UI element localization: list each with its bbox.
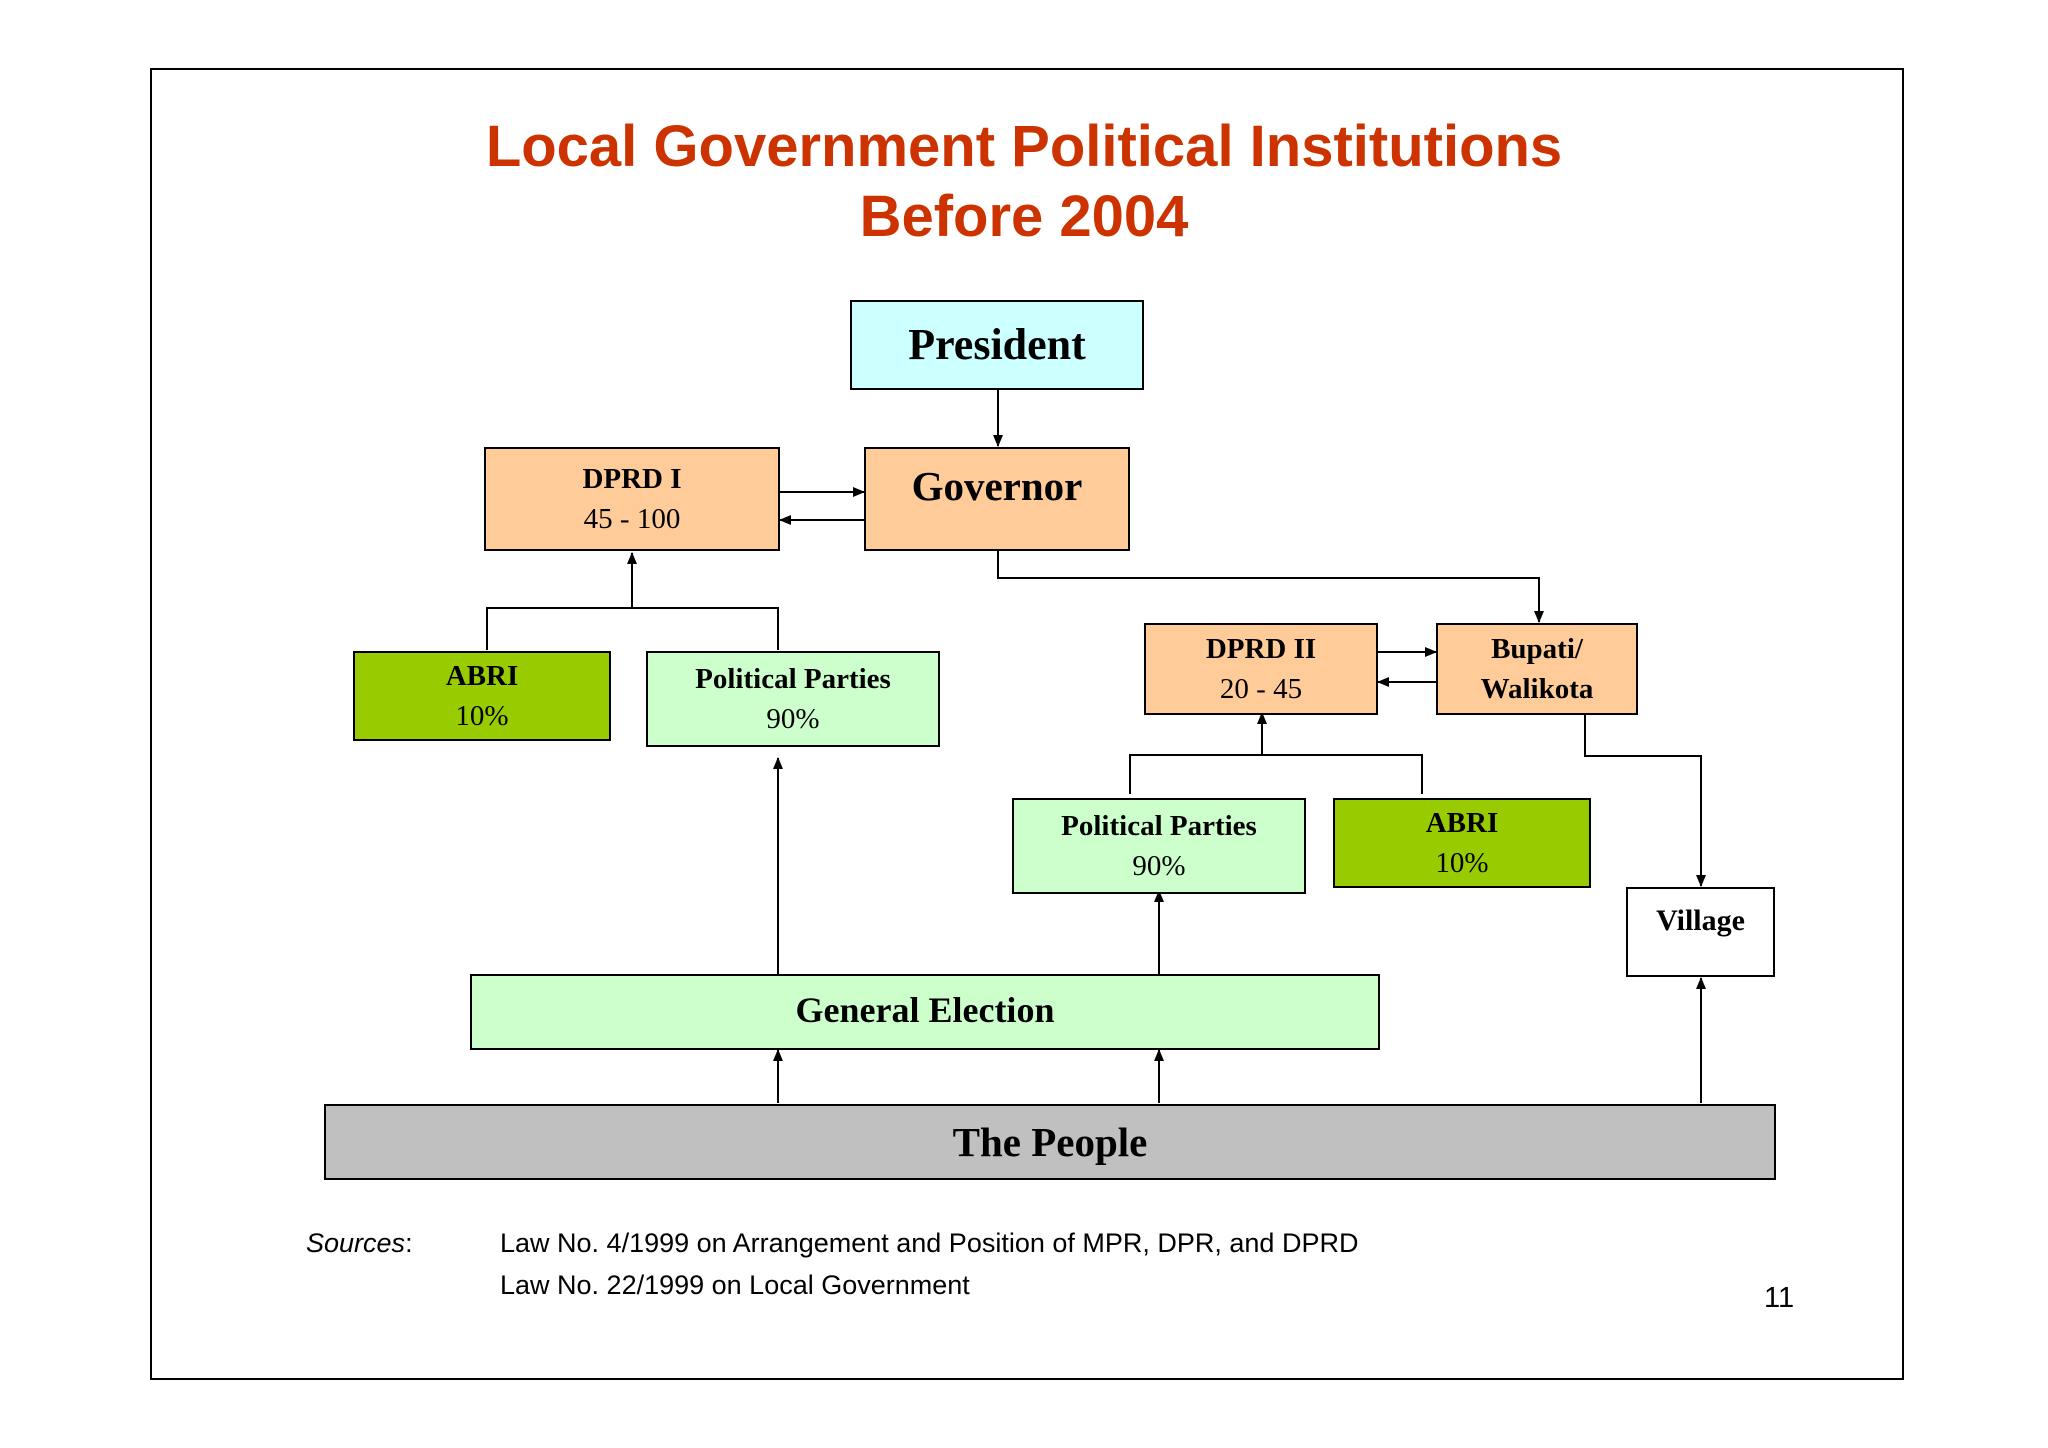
title-line-1: Local Government Political Institutions bbox=[485, 114, 1563, 179]
parties2-label: Political Parties bbox=[1061, 810, 1257, 842]
arrow-bupati-village bbox=[1584, 715, 1706, 887]
president-box: President bbox=[850, 300, 1144, 390]
sources-colon: : bbox=[405, 1228, 413, 1258]
the-people-label: The People bbox=[952, 1119, 1148, 1165]
village-box: Village bbox=[1626, 887, 1775, 977]
abri2-box: ABRI 10% bbox=[1333, 798, 1591, 888]
abri1-share: 10% bbox=[455, 700, 509, 732]
source-item-1: Law No. 4/1999 on Arrangement and Positi… bbox=[500, 1228, 1359, 1258]
source-item-2: Law No. 22/1999 on Local Government bbox=[500, 1270, 970, 1300]
bracket-dprd2-members bbox=[1129, 754, 1423, 794]
bupati-label-line-1: Bupati/ bbox=[1491, 633, 1583, 665]
president-label: President bbox=[908, 320, 1086, 369]
page-number: 11 bbox=[1764, 1282, 1795, 1314]
sources-label: Sources bbox=[306, 1228, 406, 1258]
bupati-label-line-2: Walikota bbox=[1480, 673, 1594, 705]
the-people-box: The People bbox=[324, 1104, 1776, 1180]
dprd1-label: DPRD I bbox=[582, 463, 682, 495]
abri1-box: ABRI 10% bbox=[353, 651, 611, 741]
dprd2-label: DPRD II bbox=[1205, 633, 1317, 665]
dprd2-seats: 20 - 45 bbox=[1219, 673, 1303, 705]
dprd2-box: DPRD II 20 - 45 bbox=[1144, 623, 1378, 715]
general-election-label: General Election bbox=[795, 990, 1055, 1030]
parties2-box: Political Parties 90% bbox=[1012, 798, 1306, 894]
parties1-label: Political Parties bbox=[695, 663, 891, 695]
general-election-box: General Election bbox=[470, 974, 1380, 1050]
abri1-label: ABRI bbox=[445, 660, 519, 692]
dprd1-seats: 45 - 100 bbox=[583, 503, 681, 535]
governor-label: Governor bbox=[911, 463, 1083, 509]
slide-frame bbox=[150, 68, 1904, 1380]
sources-heading: Sources: bbox=[306, 1228, 413, 1259]
abri2-share: 10% bbox=[1435, 847, 1489, 879]
governor-box: Governor bbox=[864, 447, 1130, 551]
parties1-box: Political Parties 90% bbox=[646, 651, 940, 747]
bupati-box: Bupati/ Walikota bbox=[1436, 623, 1638, 715]
parties2-share: 90% bbox=[1132, 850, 1186, 882]
village-label: Village bbox=[1656, 904, 1745, 937]
dprd1-box: DPRD I 45 - 100 bbox=[484, 447, 780, 551]
title-line-2: Before 2004 bbox=[859, 184, 1189, 249]
arrow-governor-bupati bbox=[997, 550, 1544, 623]
bracket-dprd1-members bbox=[486, 607, 779, 650]
parties1-share: 90% bbox=[766, 703, 820, 735]
abri2-label: ABRI bbox=[1425, 807, 1499, 839]
